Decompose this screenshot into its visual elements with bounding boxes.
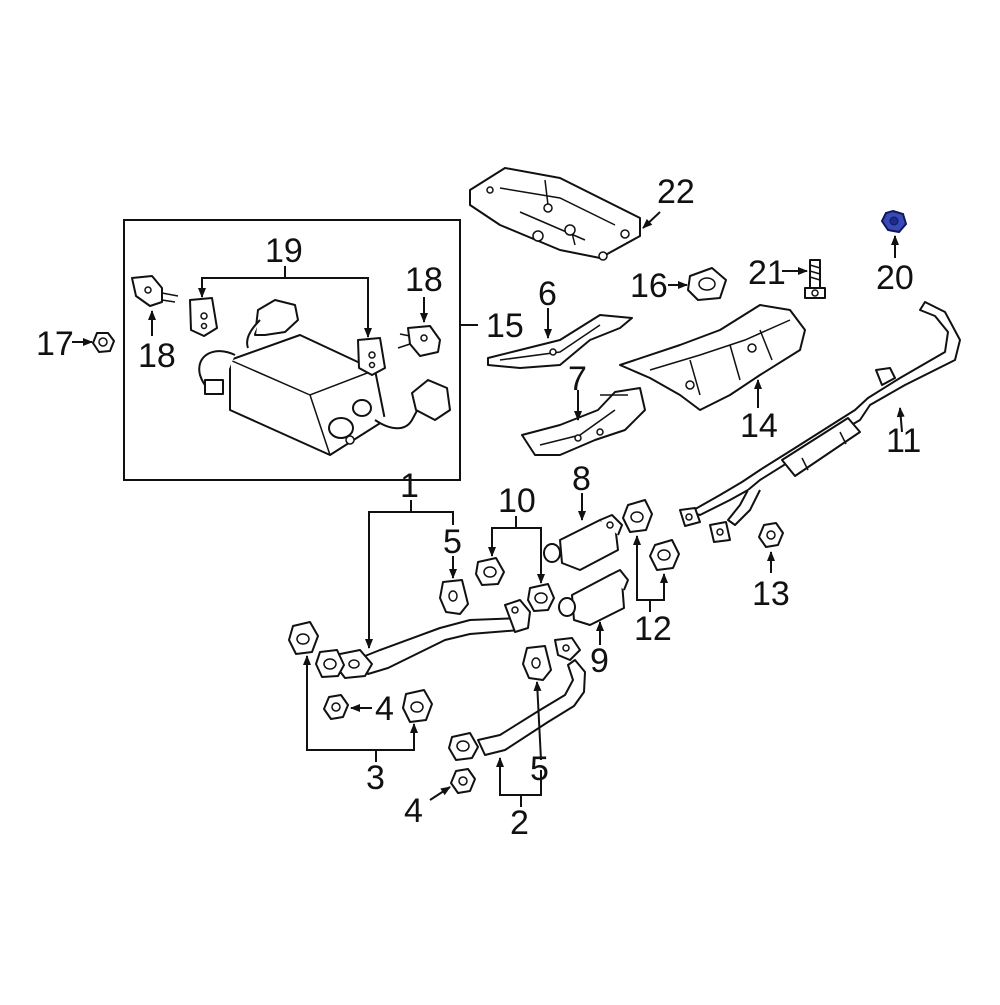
callout-7: 7 xyxy=(568,360,587,398)
part-16-gasket[interactable] xyxy=(687,267,727,301)
part-10-gasket-right[interactable] xyxy=(527,583,555,612)
callout-15: 15 xyxy=(486,307,524,345)
callout-12: 12 xyxy=(634,610,672,648)
callout-11: 11 xyxy=(886,422,921,460)
part-6-heat-shield[interactable] xyxy=(487,314,633,369)
part-20-nut[interactable] xyxy=(880,209,908,234)
callout-19: 19 xyxy=(265,232,303,270)
part-9-catalytic-converter[interactable] xyxy=(558,569,629,626)
part-12-gasket-top[interactable] xyxy=(622,499,653,533)
part-21-bolt[interactable] xyxy=(804,259,826,299)
part-10-gasket-left[interactable] xyxy=(475,557,505,586)
callout-6: 6 xyxy=(538,275,557,313)
part-4-nut-lower[interactable] xyxy=(450,768,476,794)
part-8-catalytic-converter[interactable] xyxy=(543,514,623,571)
callout-18-left: 18 xyxy=(138,337,176,375)
callout-5-lower: 5 xyxy=(530,750,549,788)
part-3-gasket-left[interactable] xyxy=(288,621,319,655)
callout-9: 9 xyxy=(590,642,609,680)
part-15-rear-muffler[interactable] xyxy=(198,299,451,456)
callout-14: 14 xyxy=(740,407,778,445)
callout-18-right: 18 xyxy=(405,261,443,299)
part-3-gasket-right[interactable] xyxy=(402,689,433,723)
part-11-center-pipe[interactable] xyxy=(679,301,961,543)
part-19-hanger-right[interactable] xyxy=(357,337,386,376)
callout-1: 1 xyxy=(400,467,419,505)
part-17-nut[interactable] xyxy=(92,332,115,353)
part-5-insulator-lower[interactable] xyxy=(522,645,552,681)
part-12-gasket-bottom[interactable] xyxy=(649,539,680,571)
part-1-front-pipe[interactable] xyxy=(315,599,531,679)
part-4-nut-upper[interactable] xyxy=(323,694,349,720)
callout-8: 8 xyxy=(572,460,591,498)
part-2-pipe[interactable] xyxy=(448,637,586,761)
part-13-nut[interactable] xyxy=(758,522,784,548)
part-14-heat-shield[interactable] xyxy=(619,304,806,411)
part-15-group-box xyxy=(123,219,461,481)
callout-22: 22 xyxy=(657,173,695,211)
part-5-insulator-upper[interactable] xyxy=(439,579,469,615)
callout-4-upper: 4 xyxy=(375,690,394,728)
part-19-hanger-left[interactable] xyxy=(189,297,218,337)
callout-10: 10 xyxy=(498,482,536,520)
callout-4-lower: 4 xyxy=(404,792,423,830)
callout-17: 17 xyxy=(36,325,74,363)
callout-16: 16 xyxy=(630,267,668,305)
callout-20: 20 xyxy=(876,259,914,297)
callout-3: 3 xyxy=(366,759,385,797)
part-18-bracket-right[interactable] xyxy=(397,325,441,357)
callout-13: 13 xyxy=(752,575,790,613)
part-22-underbody-shield[interactable] xyxy=(469,167,641,261)
callout-5-upper: 5 xyxy=(443,523,462,561)
part-18-bracket-left[interactable] xyxy=(131,275,179,307)
part-7-heat-shield[interactable] xyxy=(521,387,646,456)
callout-2: 2 xyxy=(510,804,529,842)
callout-21: 21 xyxy=(748,254,786,292)
